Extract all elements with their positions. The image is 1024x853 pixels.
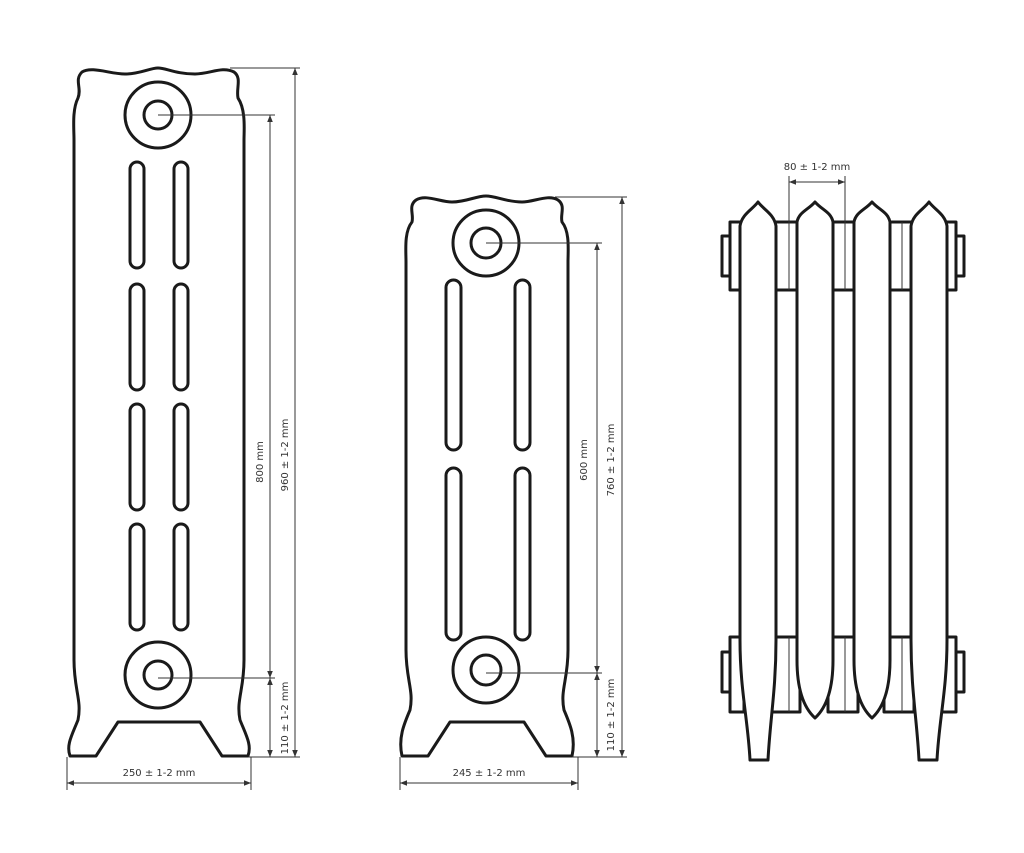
total-height-label: 960 ± 1-2 mm (280, 419, 291, 492)
depth-label: 245 ± 1-2 mm (453, 768, 526, 779)
depth-label: 250 ± 1-2 mm (123, 768, 196, 779)
total-height-label: 760 ± 1-2 mm (606, 424, 617, 497)
section-3 (852, 200, 892, 720)
axis-distance-label: 600 mm (579, 439, 590, 481)
radiator-front-view: 80 ± 1-2 mm (720, 162, 966, 762)
bottom-pipe-hole (469, 653, 503, 687)
axis-distance-label: 800 mm (255, 441, 266, 483)
radiator-800-outline (67, 66, 251, 758)
section-2 (795, 200, 835, 720)
foot-height-label: 110 ± 1-2 mm (280, 682, 291, 755)
radiator-600-side-view: 600 mm 760 ± 1-2 mm 110 ± 1-2 mm 245 ± 1… (399, 194, 627, 790)
section-4 (909, 200, 949, 762)
radiator-800-side-view: 800 mm 960 ± 1-2 mm 110 ± 1-2 mm 250 ± 1… (66, 66, 300, 790)
slots (444, 278, 532, 642)
section-width-label: 80 ± 1-2 mm (784, 162, 850, 173)
bottom-pipe-hole (142, 659, 174, 691)
foot-height-label: 110 ± 1-2 mm (606, 679, 617, 752)
slots (128, 160, 190, 632)
section-1 (738, 200, 778, 762)
